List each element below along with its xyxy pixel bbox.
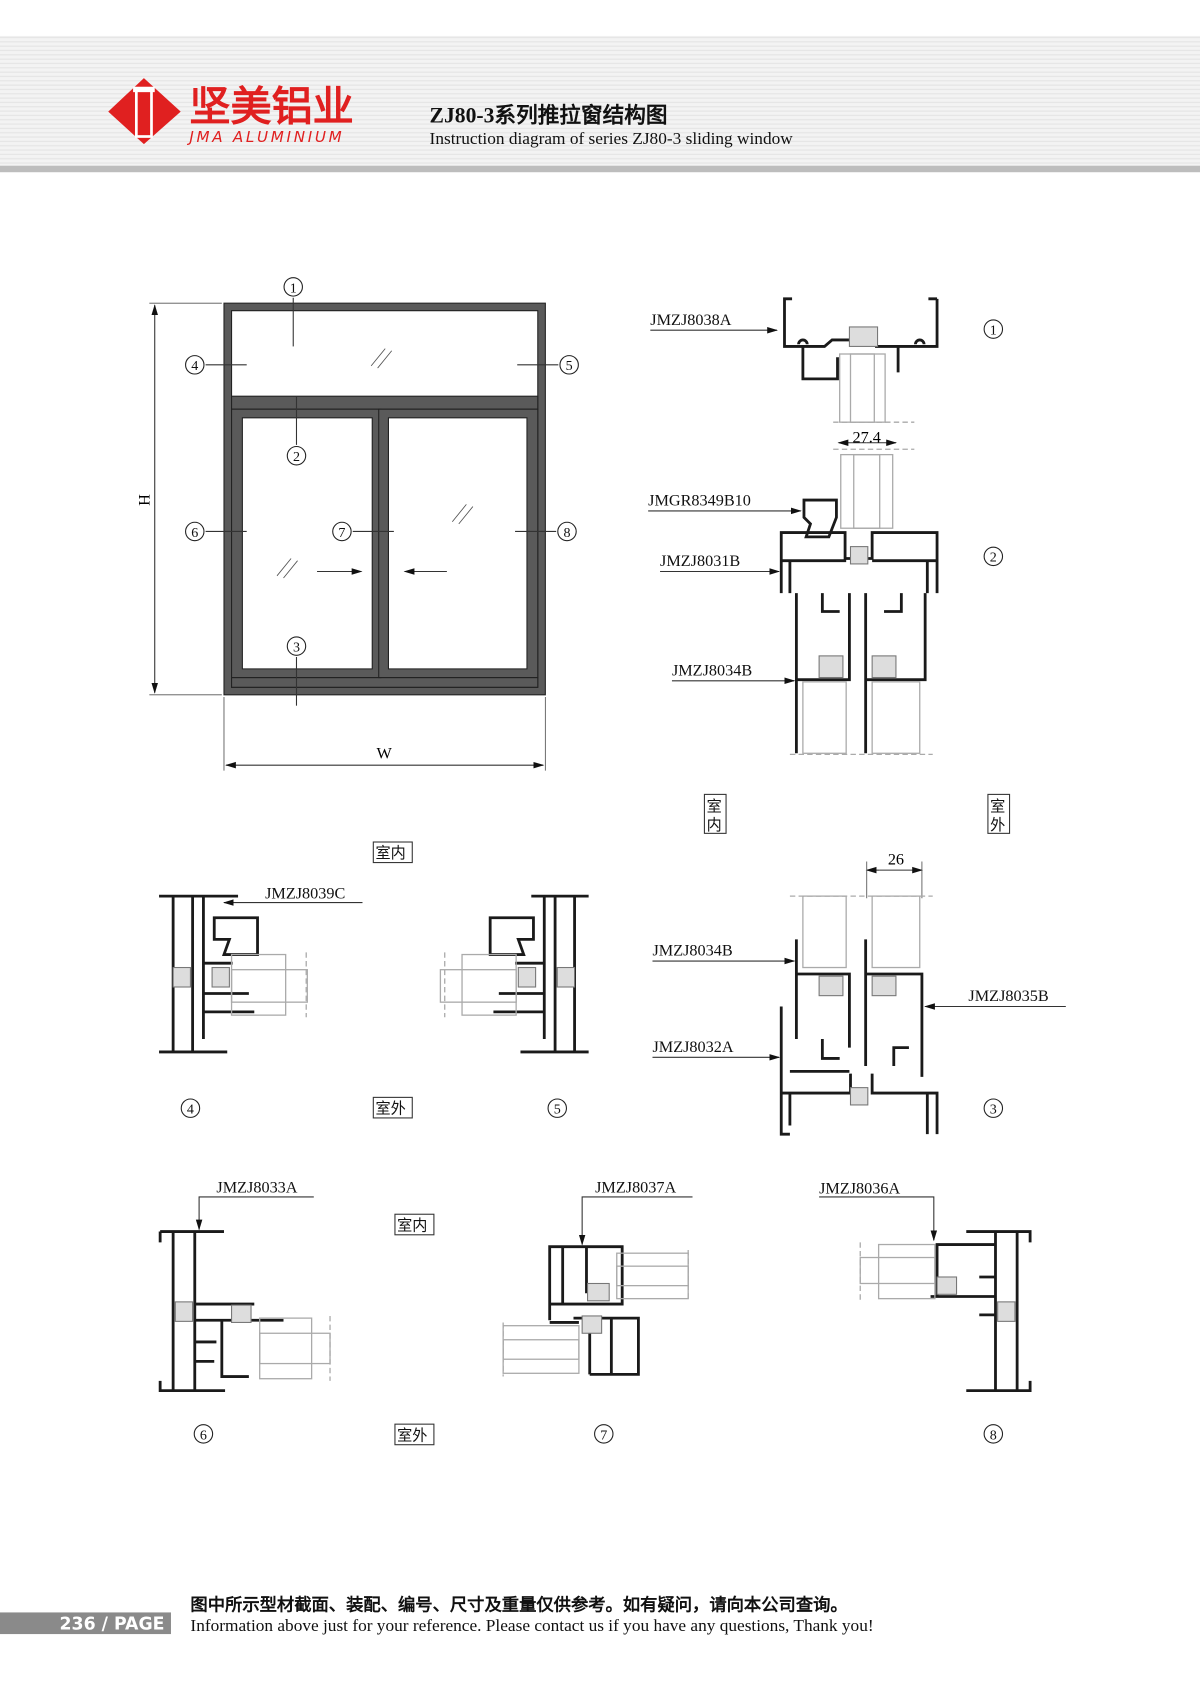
brand-logo: 坚美铝业 JMA ALUMINIUM [108,78,354,146]
callout-7: 7 [332,521,352,542]
svg-text:外: 外 [990,816,1005,834]
page-number: 236 / PAGE [60,1615,165,1635]
page-number-bar [0,1612,171,1635]
part-label-JMZJ8035B: JMZJ8035B [968,987,1048,1005]
dimension-26: 26 [888,851,904,869]
section-1-head: JMZJ8038A 1 [650,297,1004,423]
part-label-JMGR8349B10: JMGR8349B10 [648,491,751,509]
callout-6: 6 [185,521,205,542]
page-title-cn: ZJ80-3系列推拉窗结构图 [430,102,668,127]
svg-text:室: 室 [990,798,1005,816]
part-label-JMZJ8037A: JMZJ8037A [595,1179,676,1197]
section-callout-3: 3 [990,1102,997,1118]
callout-5: 5 [559,355,579,375]
room-label-outside-2: 室外 [397,1426,427,1444]
section-callout-8: 8 [990,1427,997,1443]
section-8-jamb: JMZJ8036A 8 [819,1180,1032,1444]
width-dimension: W [223,697,546,771]
svg-text:室: 室 [707,798,722,816]
height-label: H [135,494,153,506]
height-dimension: H [135,302,222,696]
svg-text:7: 7 [338,525,345,541]
transom [231,395,539,410]
room-label-inside: 室内 [375,844,405,862]
room-label-outside-vertical: 室 外 [987,793,1011,834]
header-band [0,35,1200,168]
brand-name-en: JMA ALUMINIUM [186,128,344,146]
callout-3: 3 [286,636,307,656]
part-label-JMZJ8034B-sill: JMZJ8034B [652,942,732,960]
section-callout-4: 4 [187,1102,194,1118]
section-callout-2: 2 [990,550,997,566]
bottom-rail [231,676,539,688]
room-label-outside: 室外 [375,1100,405,1118]
page-title-en: Instruction diagram of series ZJ80-3 sli… [430,129,794,148]
svg-text:4: 4 [191,358,198,374]
part-label-JMZJ8034B: JMZJ8034B [672,661,752,679]
dimension-27-4: 27.4 [853,429,881,447]
window-elevation: 1 2 3 4 5 6 7 8 H W [135,277,579,771]
right-sash [378,408,539,679]
callout-1: 1 [283,277,303,297]
room-label-inside-vertical: 室 内 [703,793,727,834]
width-label: W [376,745,392,763]
header-rule [0,165,1200,173]
section-callout-6: 6 [200,1427,207,1443]
room-label-inside-2: 室内 [397,1216,427,1234]
footer-note-en: Information above just for your referenc… [190,1616,873,1635]
section-6-jamb: JMZJ8033A 6 室内 室外 [158,1179,435,1446]
left-sash [231,408,382,679]
section-7-interlock: JMZJ8037A 7 [502,1179,693,1444]
svg-text:6: 6 [191,525,198,541]
part-label-JMZJ8039C: JMZJ8039C [265,884,345,902]
part-label-JMZJ8036A: JMZJ8036A [819,1180,900,1198]
svg-text:1: 1 [290,280,297,296]
footer-note-cn: 图中所示型材截面、装配、编号、尺寸及重量仅供参考。如有疑问，请向本公司查询。 [190,1594,847,1615]
brand-name-cn: 坚美铝业 [189,82,353,130]
part-label-JMZJ8031B: JMZJ8031B [660,552,740,570]
section-callout-1: 1 [990,323,997,339]
callout-4: 4 [185,355,205,375]
glass-hatch-marks [276,348,474,579]
section-5-jamb: 5 [439,894,589,1118]
svg-text:3: 3 [293,640,300,656]
svg-text:2: 2 [293,449,300,465]
section-3-sill: 26 JMZJ8034B JMZJ8032A JMZJ8035B 3 [652,851,1066,1136]
header: 坚美铝业 JMA ALUMINIUM ZJ80-3系列推拉窗结构图 Instru… [0,35,1200,173]
part-label-JMZJ8033A: JMZJ8033A [216,1179,297,1197]
part-label-JMZJ8032A: JMZJ8032A [652,1038,733,1056]
footer: 236 / PAGE 图中所示型材截面、装配、编号、尺寸及重量仅供参考。如有疑问… [0,1594,874,1635]
section-callout-7: 7 [600,1427,607,1443]
part-label-JMZJ8038A: JMZJ8038A [650,311,731,329]
section-2-meeting: 27.4 JMGR8349B10 JMZJ8031B JMZJ8034B 2 [648,429,1004,756]
svg-text:内: 内 [707,816,722,834]
callout-8: 8 [557,521,577,542]
section-callout-5: 5 [554,1102,561,1118]
svg-text:5: 5 [566,358,573,374]
section-4-jamb: 室内 JMZJ8039C 4 室外 [159,841,413,1119]
svg-text:8: 8 [563,525,570,541]
callout-2: 2 [286,445,307,466]
